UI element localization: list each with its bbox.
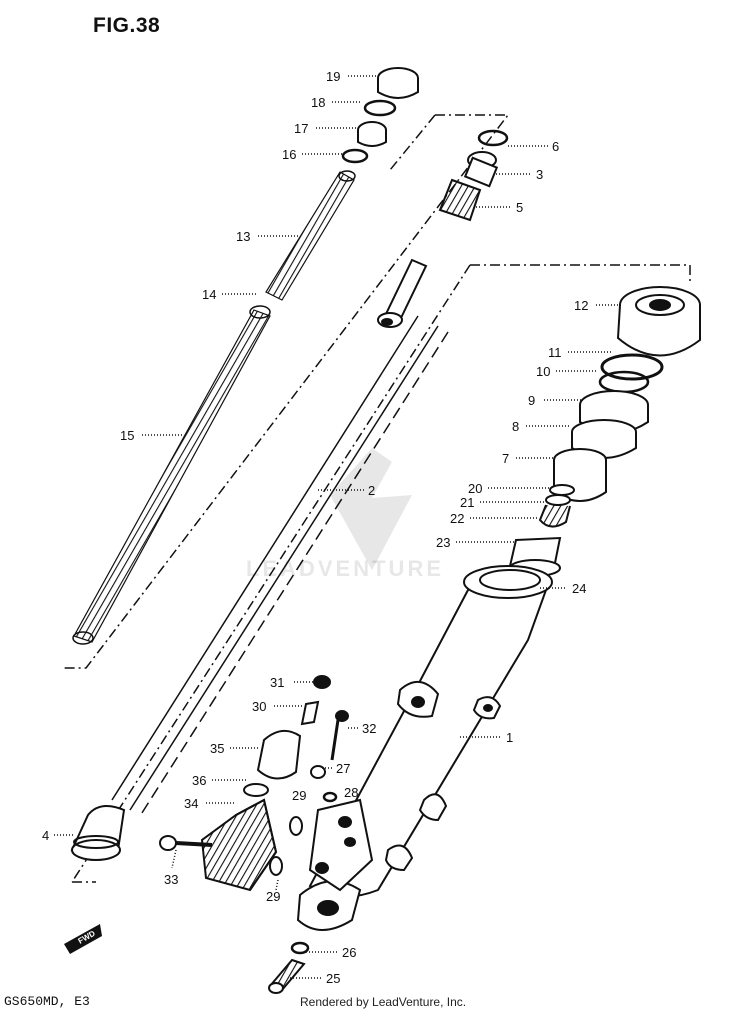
callout-1: 1 xyxy=(506,730,513,745)
callout-13: 13 xyxy=(236,229,250,244)
render-credit: Rendered by LeadVenture, Inc. xyxy=(300,995,467,1009)
callout-10: 10 xyxy=(536,364,550,379)
callout-20: 20 xyxy=(468,481,482,496)
callout-34: 34 xyxy=(184,796,198,811)
callout-24: 24 xyxy=(572,581,586,596)
upper-fork-spring xyxy=(265,170,356,301)
callout-23: 23 xyxy=(436,535,450,550)
oil-lock-piece xyxy=(70,805,126,861)
callout-22: 22 xyxy=(450,511,464,526)
brake-cable-guide xyxy=(200,783,278,892)
callout-18: 18 xyxy=(311,95,325,110)
callout-30: 30 xyxy=(252,699,266,714)
callout-33: 33 xyxy=(164,872,178,887)
callout-8: 8 xyxy=(512,419,519,434)
figure-title: FIG.38 xyxy=(93,14,161,37)
callout-6: 6 xyxy=(552,139,559,154)
callout-5: 5 xyxy=(516,200,523,215)
assembly-bracket-lines xyxy=(63,114,691,883)
callout-19: 19 xyxy=(326,69,340,84)
callout-leader-lines xyxy=(54,75,622,979)
caliper-mounting-bracket xyxy=(308,798,374,892)
callout-16: 16 xyxy=(282,147,296,162)
callout-26: 26 xyxy=(342,945,356,960)
dust-seal xyxy=(616,286,701,357)
callout-17: 17 xyxy=(294,121,308,136)
fork-cap-bolt xyxy=(341,67,419,164)
callout-11: 11 xyxy=(548,345,562,360)
damper-seat-and-bushings xyxy=(508,484,575,577)
callout-4: 4 xyxy=(42,828,49,843)
callout-27: 27 xyxy=(336,761,350,776)
oil-seal-stack xyxy=(553,353,664,502)
callout-2: 2 xyxy=(368,483,375,498)
callout-numbers: 19 18 17 16 13 14 15 6 3 5 12 11 10 9 8 … xyxy=(42,69,588,986)
forward-direction-badge: FWD xyxy=(64,924,102,954)
callout-3: 3 xyxy=(536,167,543,182)
callout-29-lower: 29 xyxy=(266,889,280,904)
callout-36: 36 xyxy=(192,773,206,788)
callout-7: 7 xyxy=(502,451,509,466)
watermark-text: LEADVENTURE xyxy=(246,556,445,581)
callout-28: 28 xyxy=(344,785,358,800)
fasteners xyxy=(159,710,349,994)
damper-rod xyxy=(377,129,509,328)
watermark-logo xyxy=(330,448,412,570)
inner-tube xyxy=(111,315,449,817)
callout-15: 15 xyxy=(120,428,134,443)
lower-fork-spring xyxy=(72,305,271,645)
model-code: GS650MD, E3 xyxy=(4,994,90,1009)
callout-14: 14 xyxy=(202,287,216,302)
callout-25: 25 xyxy=(326,971,340,986)
callout-21: 21 xyxy=(460,495,474,510)
outer-tube xyxy=(296,565,553,931)
callout-12: 12 xyxy=(574,298,588,313)
callout-29-upper: 29 xyxy=(292,788,306,803)
callout-9: 9 xyxy=(528,393,535,408)
callout-35: 35 xyxy=(210,741,224,756)
callout-32: 32 xyxy=(362,721,376,736)
callout-31: 31 xyxy=(270,675,284,690)
caliper-piston-parts xyxy=(256,675,331,780)
